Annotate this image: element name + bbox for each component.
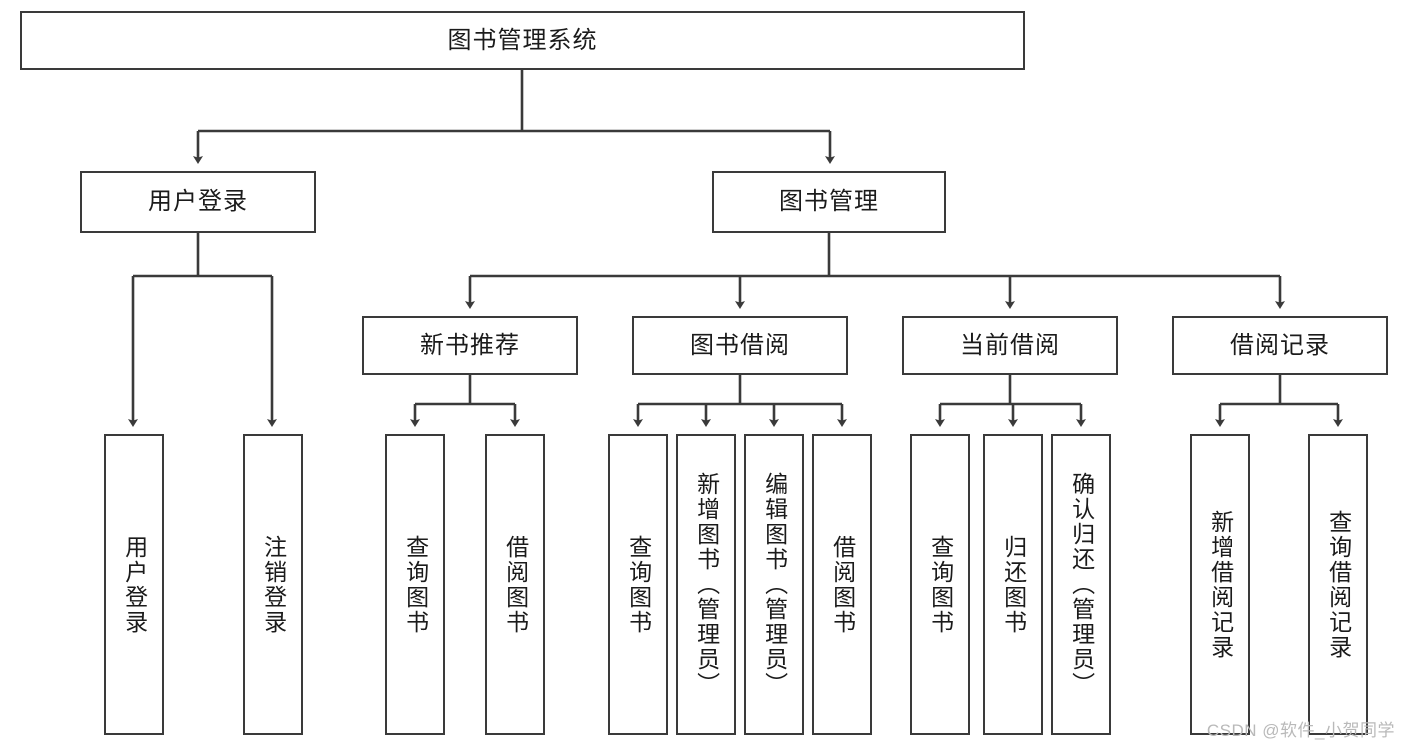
node-leaf-borrow-book-2-label: 借阅图书 [829, 534, 856, 635]
node-root-label: 图书管理系统 [447, 26, 598, 54]
watermark-text: CSDN @软件_小贺同学 [1206, 721, 1395, 740]
node-leaf-query-book-2[interactable]: 查询图书 [608, 434, 668, 735]
node-leaf-query-borrow-record-label: 查询借阅记录 [1325, 509, 1352, 660]
node-leaf-query-book-2-label: 查询图书 [625, 534, 652, 635]
node-book-borrow-label: 图书借阅 [690, 331, 790, 359]
node-leaf-user-login-label: 用户登录 [121, 534, 148, 635]
node-borrow-record[interactable]: 借阅记录 [1172, 316, 1388, 375]
node-new-book-recommend-label: 新书推荐 [420, 331, 520, 359]
node-user-login[interactable]: 用户登录 [80, 171, 316, 233]
node-leaf-logout[interactable]: 注销登录 [243, 434, 303, 735]
node-leaf-return-book-label: 归还图书 [1000, 534, 1027, 635]
node-user-login-label: 用户登录 [148, 188, 248, 216]
node-leaf-borrow-book-2[interactable]: 借阅图书 [812, 434, 872, 735]
node-root[interactable]: 图书管理系统 [20, 11, 1025, 70]
node-leaf-add-book-admin-label: 新增图书（管理员） [693, 472, 720, 697]
node-leaf-query-borrow-record[interactable]: 查询借阅记录 [1308, 434, 1368, 735]
node-leaf-borrow-book-1-label: 借阅图书 [502, 534, 529, 635]
node-current-borrow[interactable]: 当前借阅 [902, 316, 1118, 375]
node-leaf-query-book-1[interactable]: 查询图书 [385, 434, 445, 735]
node-leaf-edit-book-admin-label: 编辑图书（管理员） [761, 472, 788, 697]
node-leaf-query-book-3-label: 查询图书 [927, 534, 954, 635]
node-leaf-edit-book-admin[interactable]: 编辑图书（管理员） [744, 434, 804, 735]
node-new-book-recommend[interactable]: 新书推荐 [362, 316, 578, 375]
node-current-borrow-label: 当前借阅 [960, 331, 1060, 359]
node-leaf-user-login[interactable]: 用户登录 [104, 434, 164, 735]
node-book-manage-label: 图书管理 [779, 188, 879, 216]
node-leaf-add-book-admin[interactable]: 新增图书（管理员） [676, 434, 736, 735]
node-leaf-confirm-return-admin[interactable]: 确认归还（管理员） [1051, 434, 1111, 735]
node-leaf-return-book[interactable]: 归还图书 [983, 434, 1043, 735]
node-borrow-record-label: 借阅记录 [1230, 331, 1330, 359]
node-leaf-add-borrow-record[interactable]: 新增借阅记录 [1190, 434, 1250, 735]
node-book-manage[interactable]: 图书管理 [712, 171, 946, 233]
node-leaf-query-book-1-label: 查询图书 [402, 534, 429, 635]
node-book-borrow[interactable]: 图书借阅 [632, 316, 848, 375]
node-leaf-query-book-3[interactable]: 查询图书 [910, 434, 970, 735]
node-leaf-logout-label: 注销登录 [260, 534, 287, 635]
node-leaf-borrow-book-1[interactable]: 借阅图书 [485, 434, 545, 735]
node-leaf-add-borrow-record-label: 新增借阅记录 [1207, 509, 1234, 660]
node-leaf-confirm-return-admin-label: 确认归还（管理员） [1068, 472, 1095, 697]
